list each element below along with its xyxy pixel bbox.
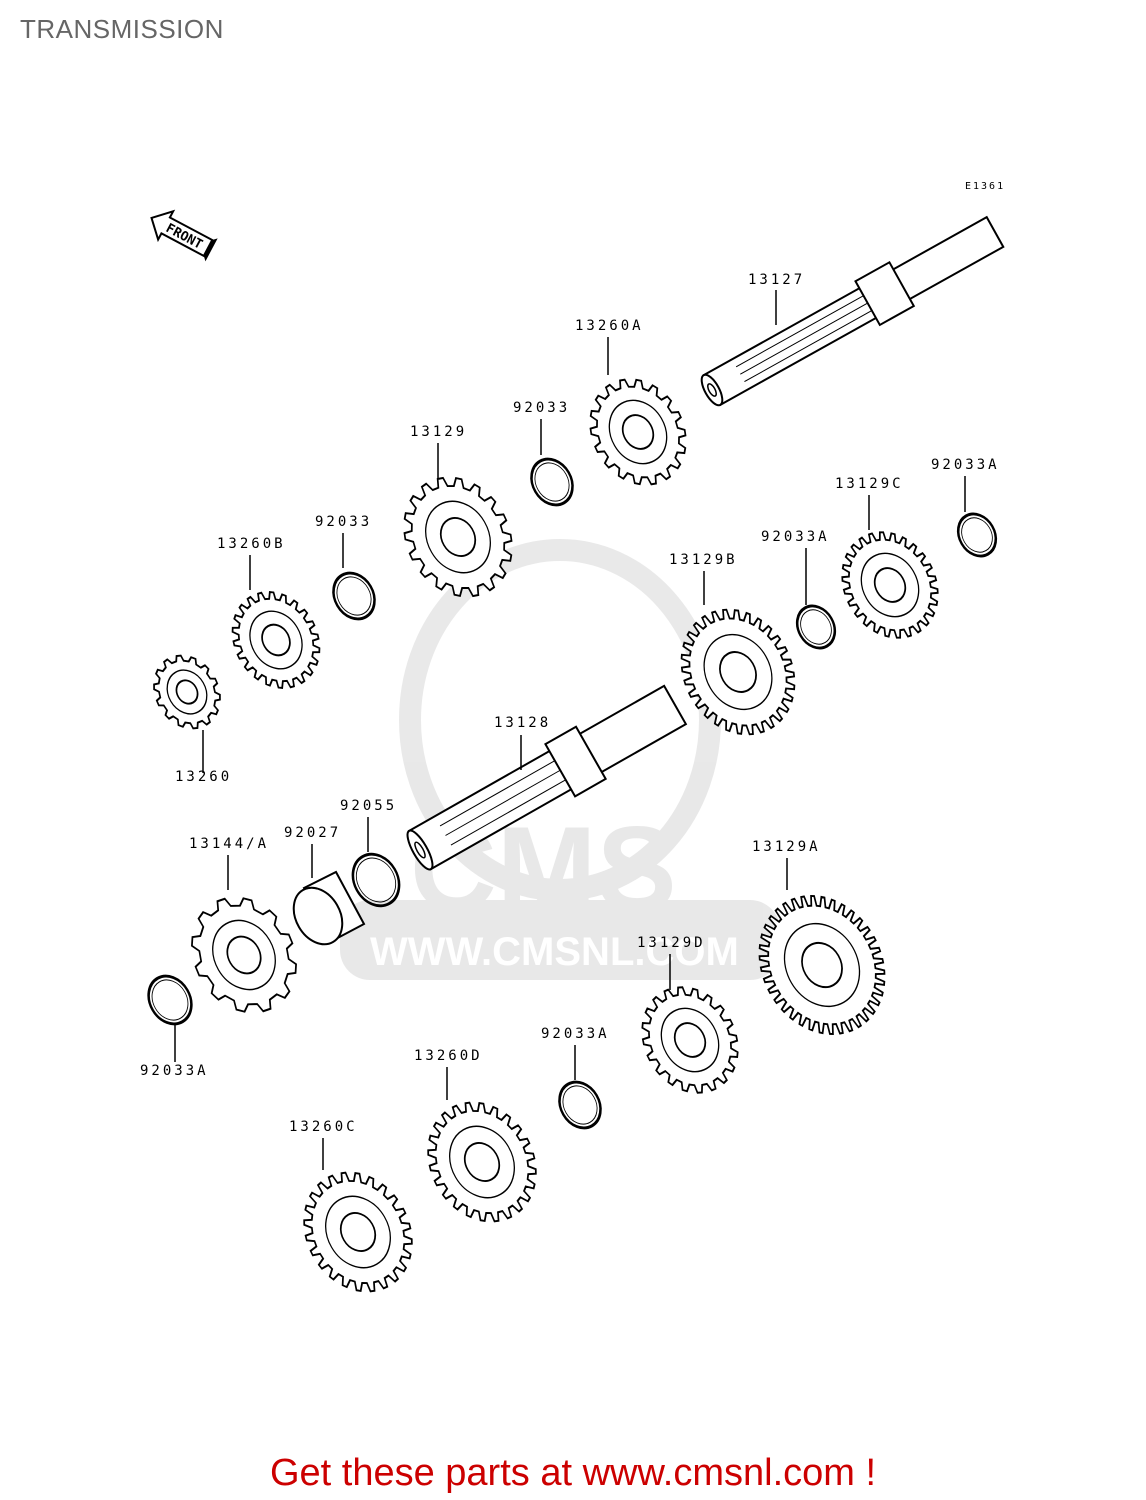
part-label-13129[interactable]: 13129 xyxy=(410,424,467,440)
circlip-92033A-left[interactable] xyxy=(140,968,200,1031)
gear-13129A[interactable] xyxy=(735,873,909,1057)
bushing-92027[interactable] xyxy=(284,870,366,953)
part-label-13129D[interactable]: 13129D xyxy=(637,935,706,951)
gear-13260[interactable] xyxy=(141,644,233,741)
diagram-code: E1361 xyxy=(965,181,1005,192)
part-label-92033A-lower[interactable]: 92033A xyxy=(541,1026,610,1042)
part-label-13260C[interactable]: 13260C xyxy=(289,1119,358,1135)
part-label-13260A[interactable]: 13260A xyxy=(575,318,644,334)
part-label-92033A-left[interactable]: 92033A xyxy=(140,1063,209,1079)
part-label-13127[interactable]: 13127 xyxy=(748,272,805,288)
part-label-13129A[interactable]: 13129A xyxy=(752,839,821,855)
circlip-92033A-lower[interactable] xyxy=(551,1075,608,1136)
circlip-92033A-right[interactable] xyxy=(951,507,1003,563)
part-label-13260B[interactable]: 13260B xyxy=(217,536,286,552)
part-label-92033A-right[interactable]: 92033A xyxy=(931,457,1000,473)
gear-13129B[interactable] xyxy=(659,589,816,755)
gear-13260D[interactable] xyxy=(407,1083,557,1241)
gear-13260B[interactable] xyxy=(215,576,336,704)
circlip-92033-left[interactable] xyxy=(325,566,382,627)
part-label-13128[interactable]: 13128 xyxy=(494,715,551,731)
gear-13129C[interactable] xyxy=(823,515,956,655)
footer-link[interactable]: Get these parts at www.cmsnl.com ! xyxy=(269,1452,877,1494)
part-label-13129B[interactable]: 13129B xyxy=(669,552,738,568)
part-label-92033A-mid[interactable]: 92033A xyxy=(761,529,830,545)
circlip-92033A-mid[interactable] xyxy=(790,599,842,655)
part-label-13129C[interactable]: 13129C xyxy=(835,476,904,492)
gear-13144A[interactable] xyxy=(172,879,317,1032)
gear-13129D[interactable] xyxy=(624,970,757,1110)
circlip-92055[interactable] xyxy=(344,846,408,914)
front-arrow-icon: FRONT xyxy=(150,209,218,262)
part-label-92027[interactable]: 92027 xyxy=(284,825,341,841)
part-label-13260[interactable]: 13260 xyxy=(175,769,232,785)
gear-13260A[interactable] xyxy=(572,362,705,502)
gear-13129[interactable] xyxy=(383,458,533,616)
part-label-92033-left[interactable]: 92033 xyxy=(315,514,372,530)
part-label-92055[interactable]: 92055 xyxy=(340,798,397,814)
page-title: TRANSMISSION xyxy=(20,14,224,44)
watermark-url: WWW.CMSNL.COM xyxy=(370,930,739,974)
circlip-92033-upper[interactable] xyxy=(523,452,580,513)
part-label-92033-upper[interactable]: 92033 xyxy=(513,400,570,416)
shaft-13127[interactable] xyxy=(694,210,1007,415)
part-label-13144A[interactable]: 13144/A xyxy=(189,836,269,852)
part-label-13260D[interactable]: 13260D xyxy=(414,1048,483,1064)
shaft-13128[interactable] xyxy=(399,679,690,880)
gear-13260C[interactable] xyxy=(283,1153,433,1311)
